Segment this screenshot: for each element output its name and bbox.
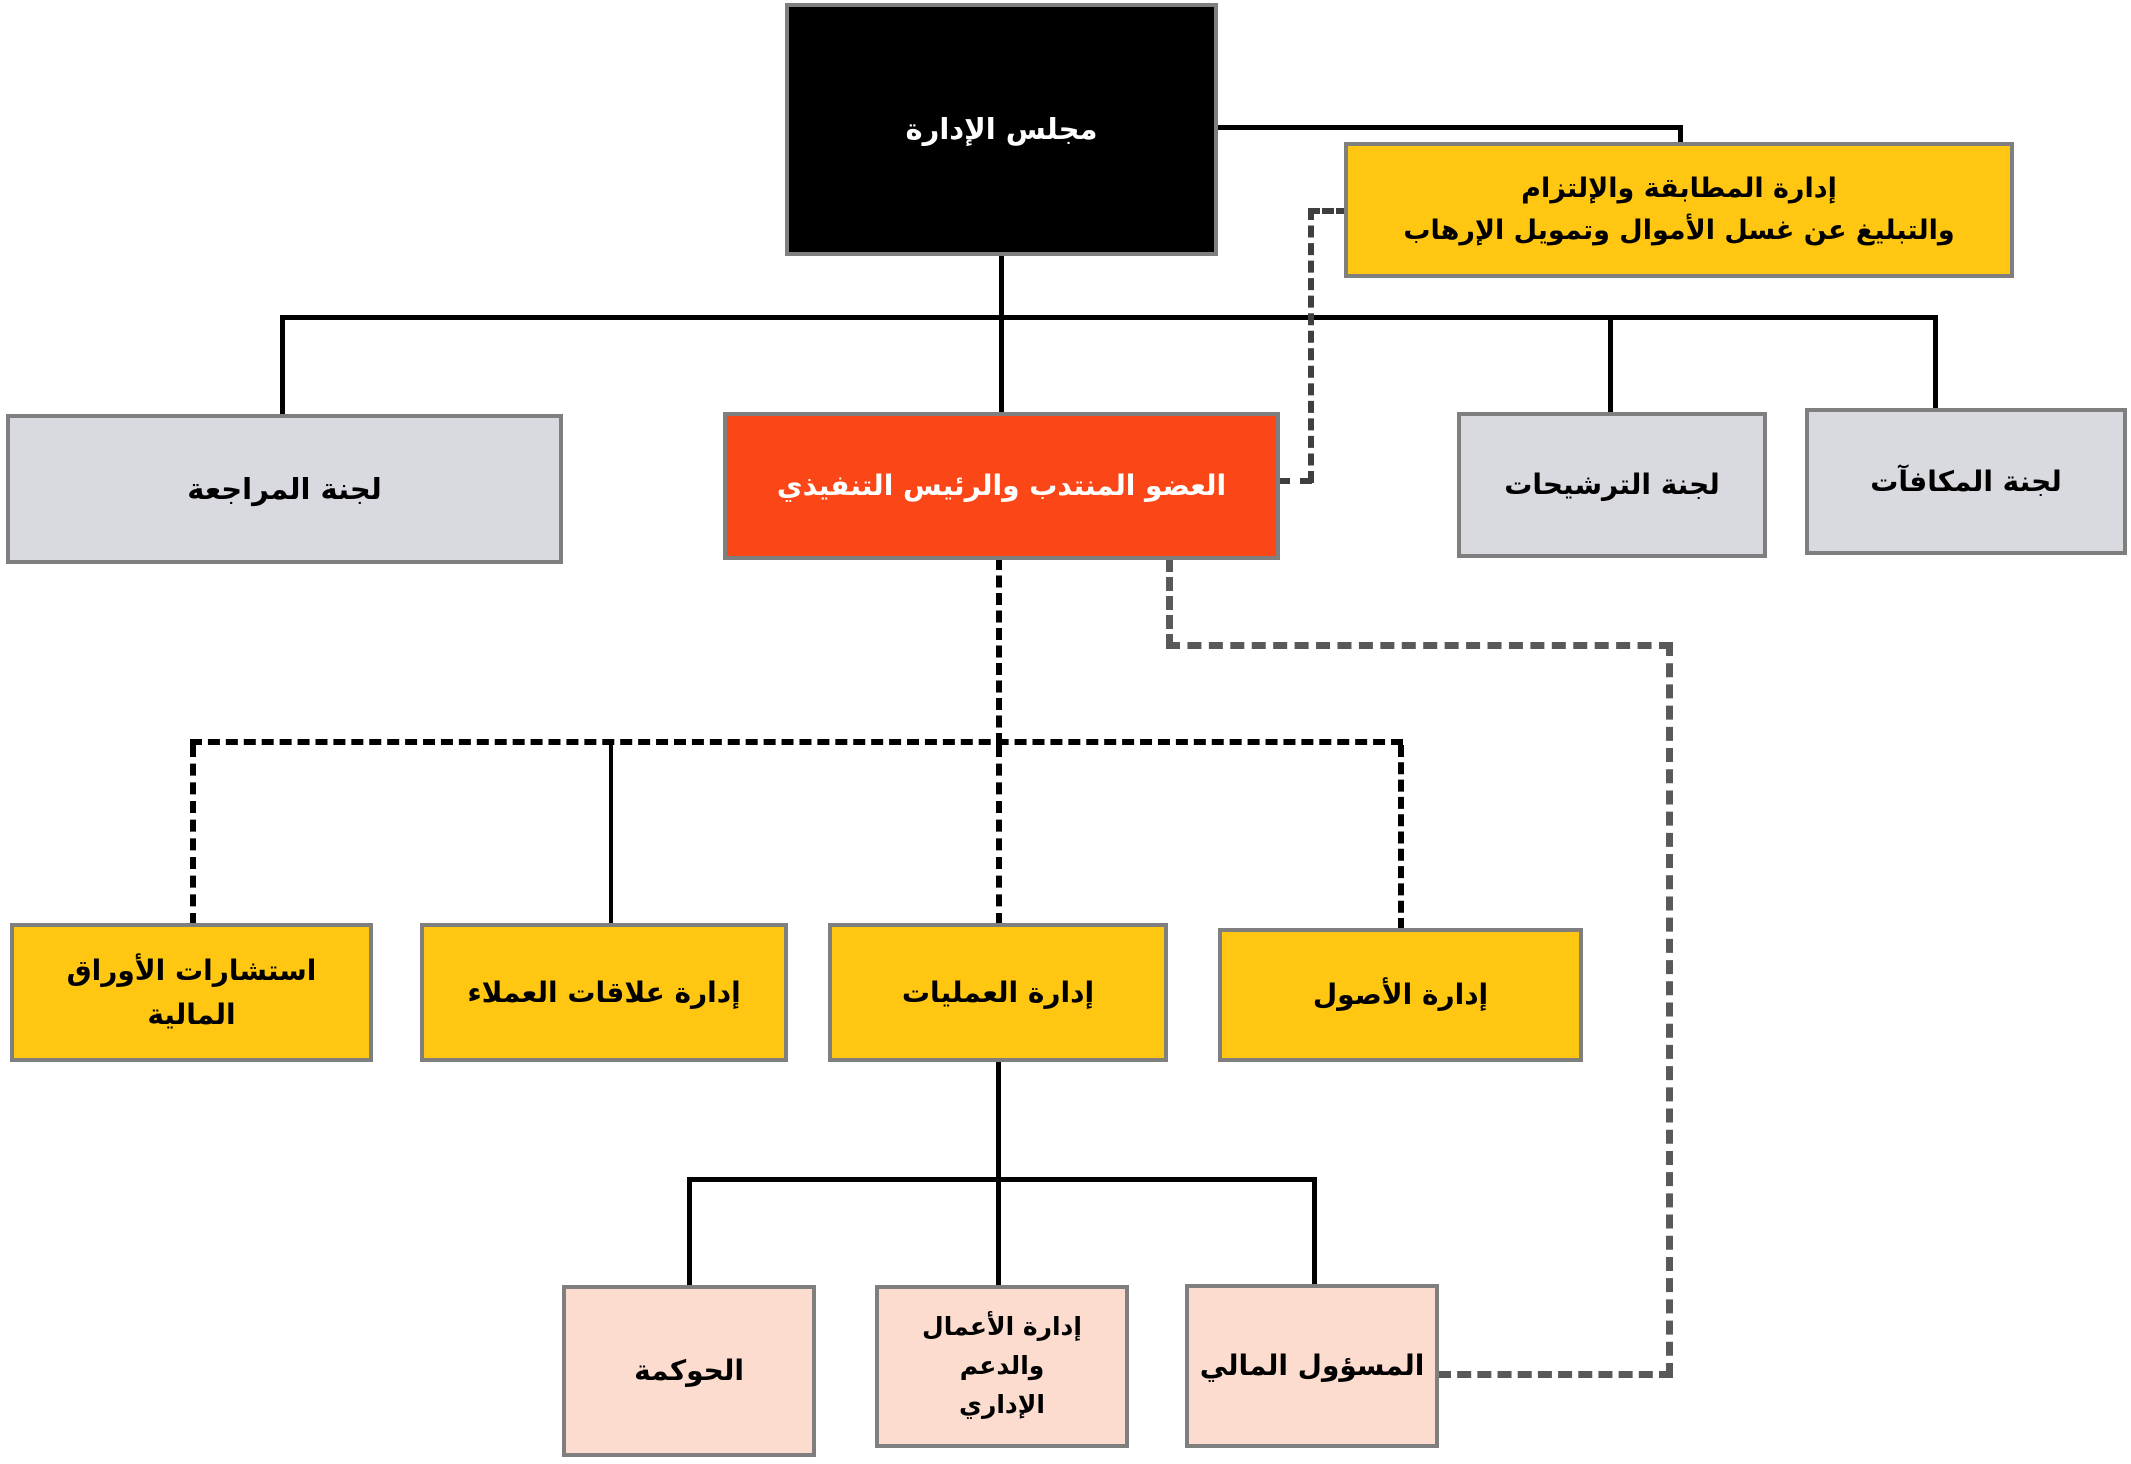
connector-audit-drop <box>280 315 285 416</box>
connector-compliance-stub <box>1308 208 1348 214</box>
connector-governance-drop <box>687 1177 692 1288</box>
connector-ops-children-horizontal <box>687 1177 1317 1182</box>
node-operations-label: إدارة العمليات <box>901 975 1095 1009</box>
connector-compliance-ceo-vertical <box>1308 208 1314 483</box>
node-assets-label: إدارة الأصول <box>1312 978 1489 1012</box>
connector-client-relations-drop <box>609 742 613 926</box>
node-asset-management: إدارة الأصول <box>1218 928 1583 1062</box>
connector-operations-dashed-drop <box>996 745 1002 925</box>
node-ceo-managing-director: العضو المنتدب والرئيس التنفيذي <box>723 412 1280 560</box>
node-client-relations: إدارة علاقات العملاء <box>420 923 788 1062</box>
node-audit-committee: لجنة المراجعة <box>6 414 563 564</box>
connector-board-compliance-drop <box>1678 125 1683 145</box>
node-board-label: مجلس الإدارة <box>905 112 1098 147</box>
node-nominations-committee: لجنة الترشيحات <box>1457 412 1767 558</box>
node-financial-officer: المسؤول المالي <box>1185 1284 1439 1448</box>
connector-securities-dashed-drop <box>190 745 196 925</box>
node-financial-officer-label: المسؤول المالي <box>1199 1349 1425 1383</box>
connector-business-admin-drop <box>996 1177 1001 1288</box>
node-nominations-label: لجنة الترشيحات <box>1504 468 1720 502</box>
node-governance: الحوكمة <box>562 1285 816 1457</box>
connector-finance-stub <box>1437 1371 1673 1378</box>
connector-board-ceo-vertical <box>999 255 1004 415</box>
node-governance-label: الحوكمة <box>634 1354 744 1388</box>
node-compliance-label: إدارة المطابقة والإلتزام والتبليغ عن غسل… <box>1403 173 1955 246</box>
connector-financial-officer-drop <box>1312 1177 1317 1287</box>
node-remuneration-label: لجنة المكافآت <box>1870 464 2062 498</box>
connector-ceo-finance-horizontal <box>1166 642 1673 649</box>
node-audit-label: لجنة المراجعة <box>187 471 382 506</box>
node-remuneration-committee: لجنة المكافآت <box>1805 408 2127 555</box>
connector-ceo-finance-down <box>1166 558 1173 648</box>
connector-row2-horizontal <box>280 315 1938 320</box>
node-business-admin-label: إدارة الأعمال والدعم الإداري <box>922 1312 1082 1419</box>
connector-row3-dashed-horizontal <box>190 739 1403 745</box>
connector-nominations-drop <box>1608 315 1613 414</box>
node-operations: إدارة العمليات <box>828 923 1168 1062</box>
connector-assets-dashed-drop <box>1398 745 1404 930</box>
connector-compliance-ceo-stub <box>1278 478 1312 484</box>
connector-board-compliance-horizontal <box>1216 125 1683 130</box>
node-board-of-directors: مجلس الإدارة <box>785 3 1218 256</box>
connector-ceo-row3-dashed-vertical <box>996 558 1002 745</box>
connector-operations-bottom <box>996 1060 1001 1182</box>
node-securities-label: استشارات الأوراق المالية <box>66 954 317 1031</box>
node-securities-consulting: استشارات الأوراق المالية <box>10 923 373 1062</box>
connector-ceo-finance-vertical <box>1666 642 1673 1377</box>
node-compliance-aml: إدارة المطابقة والإلتزام والتبليغ عن غسل… <box>1344 142 2014 278</box>
node-ceo-label: العضو المنتدب والرئيس التنفيذي <box>776 469 1227 503</box>
node-client-relations-label: إدارة علاقات العملاء <box>467 975 741 1009</box>
node-business-admin-support: إدارة الأعمال والدعم الإداري <box>875 1285 1129 1448</box>
connector-remuneration-drop <box>1933 315 1938 410</box>
